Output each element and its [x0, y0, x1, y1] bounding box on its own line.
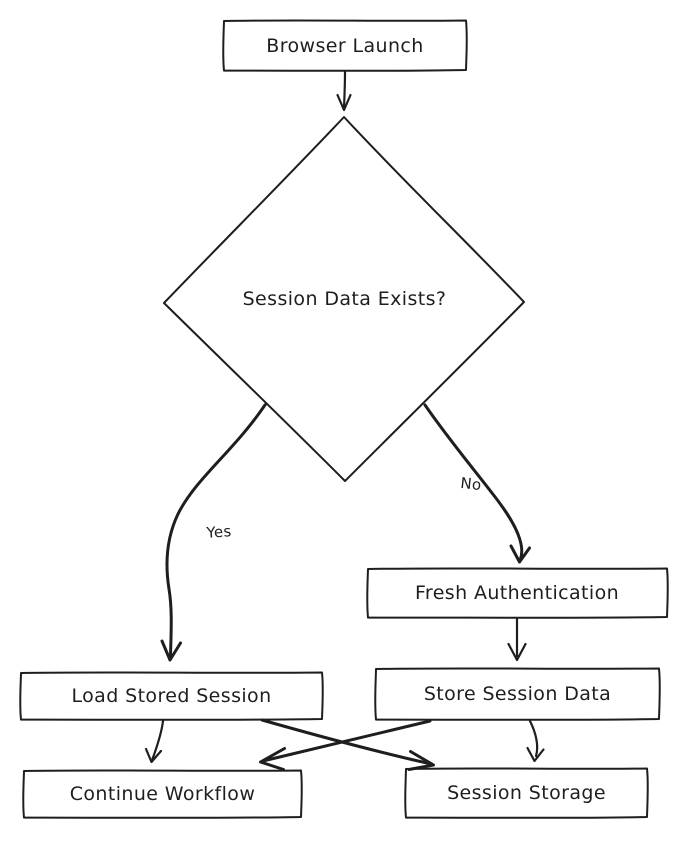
arrowhead-down-icon [160, 639, 182, 662]
edge-yes-to-load-stored-session [160, 403, 267, 662]
node-session-data-exists-shape [163, 116, 525, 482]
arrowhead-down-icon [507, 642, 527, 662]
edge-browser-launch-to-decision [336, 70, 352, 112]
arrowhead-down-icon [509, 544, 531, 564]
edge-no-to-fresh-authentication [423, 403, 531, 564]
arrowhead-left-icon [259, 747, 286, 771]
arrowhead-right-icon [407, 750, 435, 771]
edge-store-session-to-session-storage [526, 719, 545, 763]
edge-store-session-to-continue-workflow [259, 719, 432, 771]
node-session-storage-shape [404, 767, 649, 819]
node-browser-launch-shape [222, 19, 468, 72]
arrowhead-down-icon [526, 746, 545, 763]
node-load-stored-session-shape [19, 671, 324, 721]
edge-load-session-to-session-storage [260, 718, 435, 771]
node-store-session-data-shape [374, 667, 661, 721]
edge-load-session-to-continue-workflow [144, 719, 165, 764]
arrowhead-down-icon [144, 747, 163, 764]
edge-fresh-auth-to-store-session [507, 617, 527, 662]
node-continue-workflow-shape [22, 769, 303, 819]
arrowhead-down-icon [336, 93, 352, 112]
node-fresh-authentication-shape [366, 567, 669, 619]
